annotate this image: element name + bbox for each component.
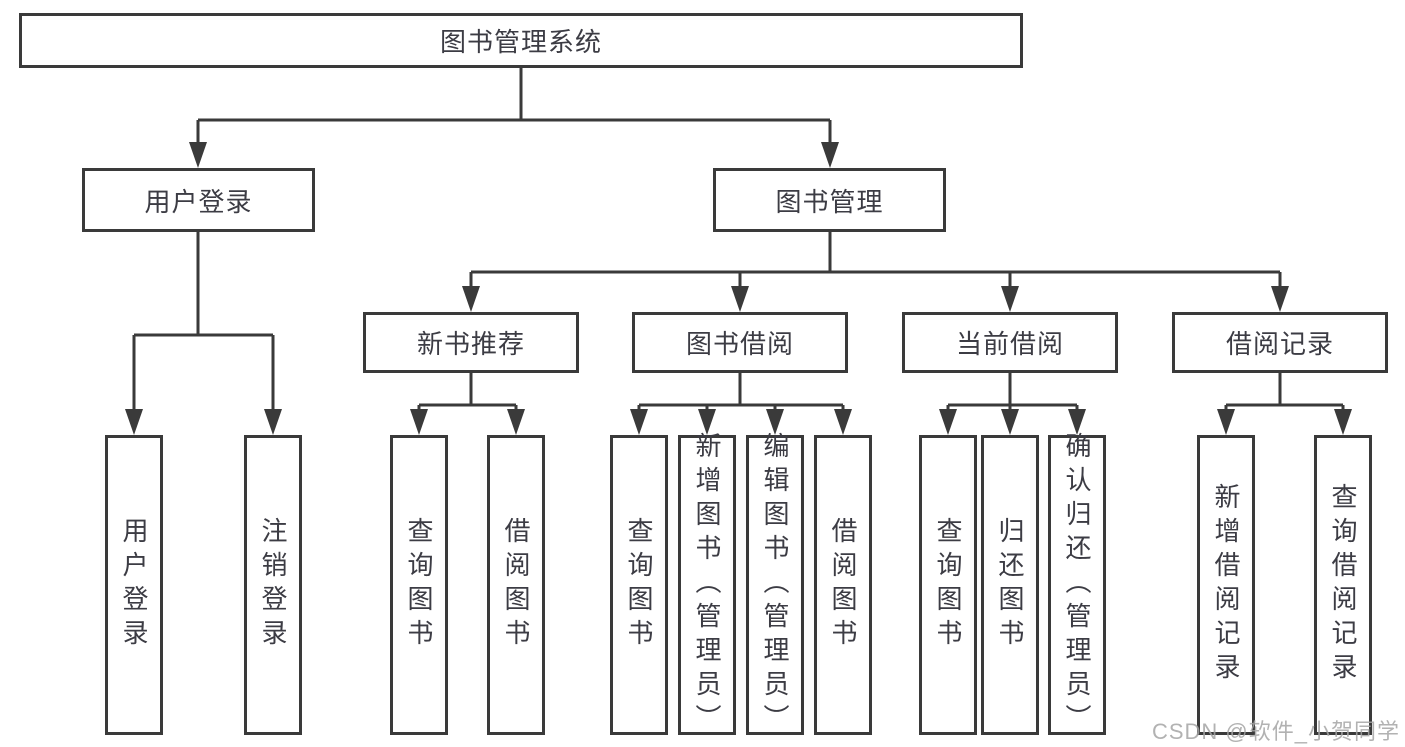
leaf-label: 查询图书 [624, 517, 654, 653]
leaf-logout: 注销登录 [244, 435, 302, 735]
leaf-query-borrow-record: 查询借阅记录 [1314, 435, 1372, 735]
leaf-label: 用户登录 [119, 517, 149, 653]
leaf-add-borrow-record: 新增借阅记录 [1197, 435, 1255, 735]
leaf-user-login: 用户登录 [105, 435, 163, 735]
leaf-query-books-current: 查询图书 [919, 435, 977, 735]
leaf-query-books-recommend: 查询图书 [390, 435, 448, 735]
node-label: 图书管理系统 [439, 27, 602, 57]
leaf-label: 新增图书（管理员） [692, 432, 722, 738]
node-label: 用户登录 [144, 186, 253, 217]
node-label: 借阅记录 [1225, 329, 1334, 359]
leaf-borrow-books: 借阅图书 [814, 435, 872, 735]
node-book-borrowing: 图书借阅 [632, 312, 848, 373]
leaf-edit-books-admin: 编辑图书（管理员） [746, 432, 804, 738]
leaf-query-books-borrow: 查询图书 [610, 435, 668, 735]
node-label: 图书管理 [775, 186, 884, 217]
leaf-label: 查询借阅记录 [1328, 483, 1358, 687]
node-new-book-recommendation: 新书推荐 [363, 312, 579, 373]
leaf-add-books-admin: 新增图书（管理员） [678, 432, 736, 738]
leaf-label: 查询图书 [933, 517, 963, 653]
leaf-borrow-books-recommend: 借阅图书 [487, 435, 545, 735]
leaf-label: 注销登录 [258, 517, 288, 653]
leaf-label: 借阅图书 [501, 517, 531, 653]
leaf-label: 查询图书 [404, 517, 434, 653]
leaf-return-books: 归还图书 [981, 435, 1039, 735]
leaf-label: 确认归还（管理员） [1062, 432, 1092, 738]
leaf-label: 归还图书 [995, 517, 1025, 653]
node-user-login: 用户登录 [82, 168, 315, 232]
node-current-borrowing: 当前借阅 [902, 312, 1118, 373]
leaf-label: 编辑图书（管理员） [760, 432, 790, 738]
node-library-management-system: 图书管理系统 [19, 13, 1023, 68]
csdn-watermark: CSDN @软件_小贺同学 [1151, 719, 1400, 744]
node-borrowing-records: 借阅记录 [1172, 312, 1388, 373]
node-label: 当前借阅 [955, 329, 1064, 359]
node-label: 图书借阅 [685, 329, 794, 359]
node-label: 新书推荐 [416, 329, 525, 359]
node-book-management: 图书管理 [713, 168, 946, 232]
leaf-confirm-return-admin: 确认归还（管理员） [1048, 432, 1106, 738]
leaf-label: 借阅图书 [828, 517, 858, 653]
leaf-label: 新增借阅记录 [1211, 483, 1241, 687]
